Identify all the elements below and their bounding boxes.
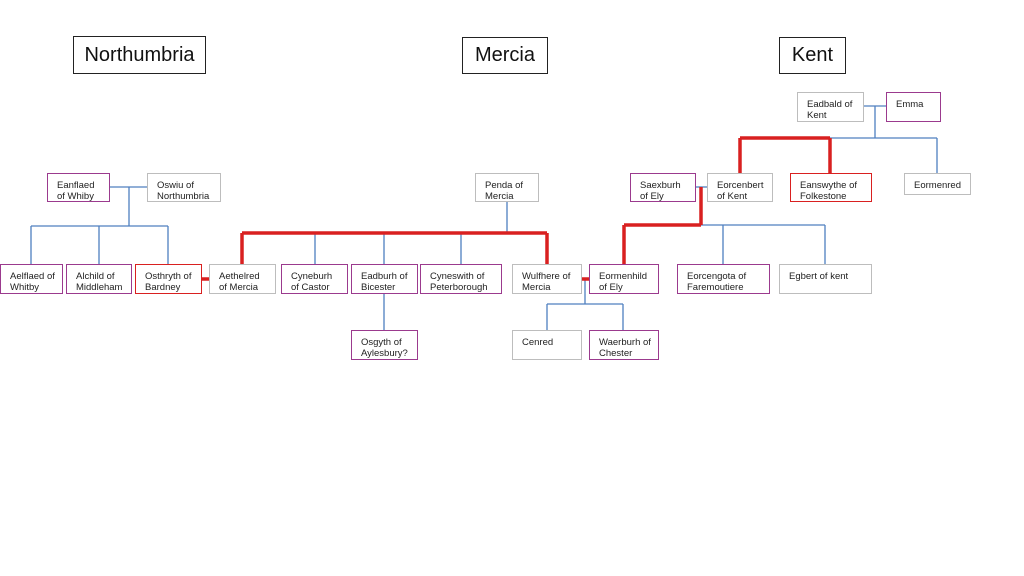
person-cyneburh: Cyneburh of Castor <box>281 264 348 294</box>
person-egbert: Egbert of kent <box>779 264 872 294</box>
person-aethelred: Aethelred of Mercia <box>209 264 276 294</box>
person-eadbald: Eadbald of Kent <box>797 92 864 122</box>
person-eormenred: Eormenred <box>904 173 971 195</box>
person-alchild: Alchild of Middleham <box>66 264 132 294</box>
person-eadburh: Eadburh of Bicester <box>351 264 418 294</box>
person-saexburh: Saexburh of Ely <box>630 173 696 202</box>
region-mercia: Mercia <box>462 37 548 74</box>
person-eanswythe: Eanswythe of Folkestone <box>790 173 872 202</box>
person-eormenhild: Eormenhild of Ely <box>589 264 659 294</box>
person-eanflaed: Eanflaed of Whiby <box>47 173 110 202</box>
blue-connectors <box>30 105 938 330</box>
person-aelflaed: Aelflaed of Whitby <box>0 264 63 294</box>
region-kent: Kent <box>779 37 846 74</box>
person-cenred: Cenred <box>512 330 582 360</box>
person-eorcengota: Eorcengota of Faremoutiere <box>677 264 770 294</box>
person-emma: Emma <box>886 92 941 122</box>
person-wulfhere: Wulfhere of Mercia <box>512 264 582 294</box>
person-waerburh: Waerburh of Chester <box>589 330 659 360</box>
person-cyneswith: Cyneswith of Peterborough <box>420 264 502 294</box>
person-oswiu: Oswiu of Northumbria <box>147 173 221 202</box>
person-osgyth: Osgyth of Aylesbury? <box>351 330 418 360</box>
red-lineage <box>201 136 832 281</box>
person-eorcenbert: Eorcenbert of Kent <box>707 173 773 202</box>
person-penda: Penda of Mercia <box>475 173 539 202</box>
person-osthryth: Osthryth of Bardney <box>135 264 202 294</box>
region-northumbria: Northumbria <box>73 36 206 74</box>
